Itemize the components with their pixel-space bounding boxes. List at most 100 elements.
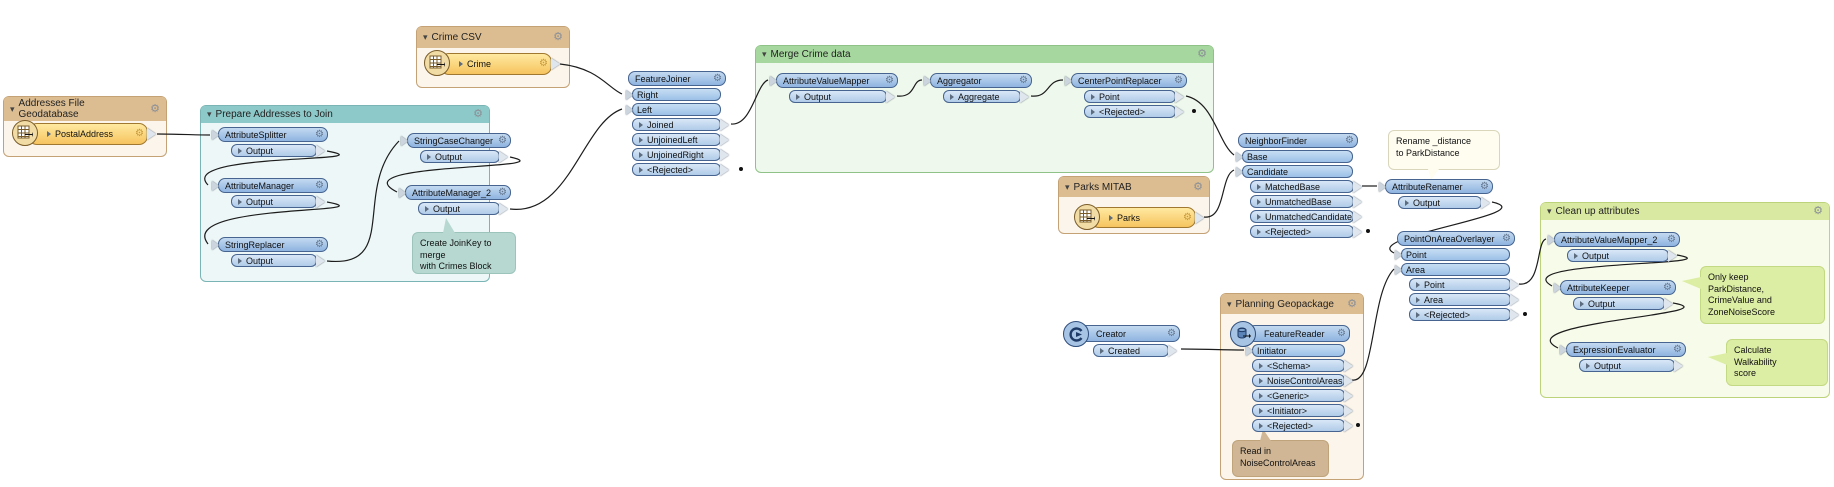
gear-icon[interactable]: ⚙ (1663, 281, 1672, 293)
annotation-calculate[interactable]: Calculate Walkability score (1726, 339, 1828, 386)
node-featurejoiner[interactable]: FeatureJoiner ⚙ Right Left Joined Unjoin… (628, 71, 726, 176)
annotation-joinkey[interactable]: Create JoinKey to merge with Crimes Bloc… (412, 232, 516, 274)
collapse-icon[interactable]: ▾ (1065, 181, 1070, 192)
group-header[interactable]: ▾ Clean up attributes ⚙ (1541, 203, 1829, 220)
gear-icon[interactable]: ⚙ (553, 31, 563, 43)
connection-aggregator-centerpoint[interactable] (1030, 79, 1064, 97)
node-attributevaluemapper[interactable]: AttributeValueMapper ⚙ Output (776, 73, 898, 103)
port-area-output[interactable]: Area (1409, 293, 1511, 306)
gear-icon[interactable]: ⚙ (1337, 327, 1346, 339)
port-matchedbase[interactable]: MatchedBase (1250, 180, 1354, 193)
port-point-output[interactable]: Point (1409, 278, 1511, 291)
node-attributemanager[interactable]: AttributeManager ⚙ Output (218, 178, 328, 208)
connection-renamer-overlayer-point[interactable] (1389, 201, 1503, 254)
annotation-onlykeep[interactable]: Only keep ParkDistance, CrimeValue and Z… (1700, 266, 1825, 324)
collapse-icon[interactable]: ▾ (762, 49, 767, 59)
gear-icon[interactable]: ⚙ (1347, 297, 1357, 310)
collapse-icon[interactable]: ▾ (423, 32, 428, 42)
port-output[interactable]: Output (231, 195, 317, 208)
gear-icon[interactable]: ⚙ (713, 72, 722, 84)
port-generic[interactable]: <Generic> (1252, 389, 1345, 402)
gear-icon[interactable]: ⚙ (1502, 232, 1511, 244)
node-header[interactable]: AttributeRenamer ⚙ (1385, 179, 1493, 194)
port-output[interactable]: Output (418, 202, 500, 215)
gear-icon[interactable]: ⚙ (1193, 180, 1203, 193)
connection-keeper-evaluator[interactable] (1549, 302, 1685, 349)
collapse-icon[interactable]: ▾ (10, 103, 15, 114)
collapse-icon[interactable]: ▾ (1227, 298, 1232, 309)
node-neighborfinder[interactable]: NeighborFinder ⚙ Base Candidate MatchedB… (1238, 133, 1358, 238)
node-header[interactable]: NeighborFinder ⚙ (1238, 133, 1358, 148)
annotation-rename[interactable]: Rename _distance to ParkDistance (1388, 130, 1500, 170)
port-unmatchedcandidate[interactable]: UnmatchedCandidate (1250, 210, 1354, 223)
port-output[interactable]: Output (420, 150, 500, 163)
port-output[interactable]: Output (1567, 249, 1669, 262)
node-aggregator[interactable]: Aggregator ⚙ Aggregate (930, 73, 1032, 103)
group-header[interactable]: ▾ Prepare Addresses to Join ⚙ (201, 106, 489, 123)
connection-casechanger-manager2[interactable] (386, 156, 521, 193)
port-output[interactable]: Output (789, 90, 887, 103)
gear-icon[interactable]: ⚙ (1183, 211, 1192, 223)
port-output[interactable]: Output (1573, 297, 1665, 310)
gear-icon[interactable]: ⚙ (1167, 327, 1176, 339)
node-centerpointreplacer[interactable]: CenterPointReplacer ⚙ Point <Rejected> (1071, 73, 1187, 118)
group-header[interactable]: ▾ Planning Geopackage ⚙ (1221, 294, 1363, 314)
node-attributerenamer[interactable]: AttributeRenamer ⚙ Output (1385, 179, 1493, 209)
node-attributevaluemapper-2[interactable]: AttributeValueMapper_2 ⚙ Output (1554, 232, 1680, 262)
gear-icon[interactable]: ⚙ (135, 128, 144, 139)
gear-icon[interactable]: ⚙ (1667, 233, 1676, 245)
gear-icon[interactable]: ⚙ (498, 134, 507, 146)
port-output[interactable]: Output (1398, 196, 1482, 209)
port-unjoinedleft[interactable]: UnjoinedLeft (632, 133, 721, 146)
node-crime[interactable]: Crime ⚙ (440, 53, 552, 75)
gear-icon[interactable]: ⚙ (315, 238, 324, 250)
port-unjoinedright[interactable]: UnjoinedRight (632, 148, 721, 161)
group-header[interactable]: ▾ Crime CSV ⚙ (417, 27, 569, 48)
node-header[interactable]: FeatureReader ⚙ (1248, 325, 1350, 342)
connection-noisecontrol-overlayer-area[interactable] (1351, 268, 1395, 381)
port-created[interactable]: Created (1093, 344, 1169, 357)
connection-manager-replacer[interactable] (204, 201, 340, 245)
connection-valuemapper2-keeper[interactable] (1545, 254, 1688, 287)
port-left[interactable]: Left (632, 103, 721, 116)
annotation-readin[interactable]: Read in NoiseControlAreas (1232, 440, 1329, 477)
gear-icon[interactable]: ⚙ (150, 102, 160, 115)
port-schema[interactable]: <Schema> (1252, 359, 1345, 372)
collapse-icon[interactable]: ▾ (1547, 206, 1552, 216)
port-right[interactable]: Right (632, 88, 721, 101)
node-attributemanager-2[interactable]: AttributeManager_2 ⚙ Output (405, 185, 511, 215)
gear-icon[interactable]: ⚙ (1019, 74, 1028, 86)
node-header[interactable]: AttributeManager_2 ⚙ (405, 185, 511, 200)
node-header[interactable]: ExpressionEvaluator ⚙ (1566, 342, 1686, 357)
connection-replacer-casechanger[interactable] (326, 140, 400, 262)
node-attributesplitter[interactable]: AttributeSplitter ⚙ Output (218, 127, 328, 157)
connection-creator-initiator[interactable] (1180, 348, 1245, 351)
node-header[interactable]: AttributeValueMapper_2 ⚙ (1554, 232, 1680, 247)
gear-icon[interactable]: ⚙ (315, 179, 324, 191)
gear-icon[interactable]: ⚙ (473, 108, 483, 120)
port-rejected[interactable]: <Rejected> (1084, 105, 1176, 118)
node-header[interactable]: PointOnAreaOverlayer ⚙ (1397, 231, 1515, 246)
port-base[interactable]: Base (1242, 150, 1353, 163)
port-unmatchedbase[interactable]: UnmatchedBase (1250, 195, 1354, 208)
node-header[interactable]: CenterPointReplacer ⚙ (1071, 73, 1187, 88)
node-stringreplacer[interactable]: StringReplacer ⚙ Output (218, 237, 328, 267)
node-header[interactable]: FeatureJoiner ⚙ (628, 71, 726, 86)
node-stringcasechanger[interactable]: StringCaseChanger ⚙ Output (407, 133, 511, 163)
port-output[interactable]: Output (1579, 359, 1675, 372)
gear-icon[interactable]: ⚙ (1480, 180, 1489, 192)
group-header[interactable]: ▾ Merge Crime data ⚙ (756, 46, 1213, 63)
connection-overlayer-valuemapper2[interactable] (1518, 238, 1547, 285)
node-header[interactable]: Aggregator ⚙ (930, 73, 1032, 88)
connection-centerpoint-base[interactable] (1185, 95, 1235, 156)
node-header[interactable]: AttributeManager ⚙ (218, 178, 328, 193)
port-rejected[interactable]: <Rejected> (1250, 225, 1354, 238)
connection-joined-valuemapper[interactable] (730, 79, 769, 125)
node-header[interactable]: AttributeValueMapper ⚙ (776, 73, 898, 88)
node-header[interactable]: StringReplacer ⚙ (218, 237, 328, 252)
port-candidate[interactable]: Candidate (1242, 165, 1353, 178)
port-joined[interactable]: Joined (632, 118, 721, 131)
node-creator[interactable]: Creator ⚙ Created (1080, 325, 1180, 357)
port-output[interactable]: Output (231, 144, 317, 157)
